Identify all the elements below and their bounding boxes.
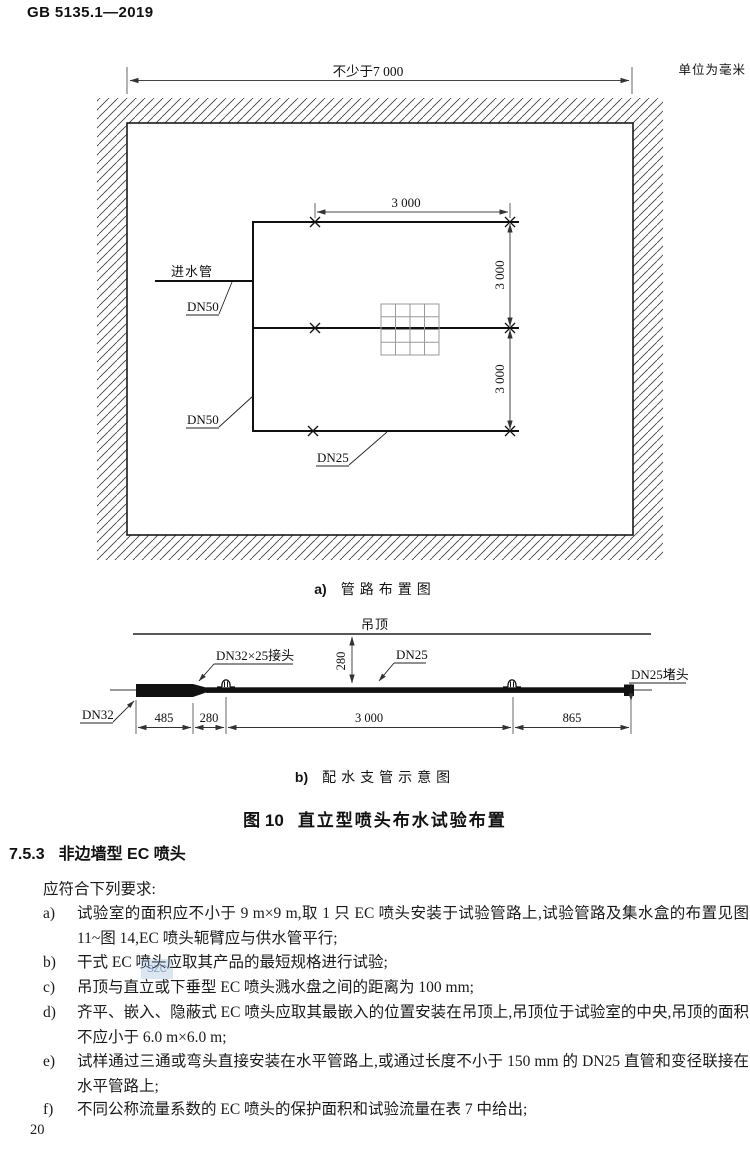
label-dn25-plan: DN25 [317, 450, 349, 465]
list-item-c-marker: c) [43, 979, 56, 996]
section-title: 非边墙型 EC 喷头 [58, 846, 186, 863]
list-item-a: a) 试验室的面积应不小于 9 m×9 m,取 1 只 EC 喷头安装于试验管路上… [43, 902, 749, 951]
figure-title-text: 直立型喷头布水试验布置 [297, 811, 507, 830]
dim-label-3000: 3 000 [355, 711, 383, 725]
label-dn50-upper: DN50 [187, 299, 219, 314]
test-arrangement-figure: 不少于7 000 [80, 64, 689, 734]
page-number: 20 [30, 1122, 45, 1138]
upright-sprinkler-right [503, 679, 521, 688]
list-item-d-text: 齐平、嵌入、隐蔽式 EC 喷头应取其最嵌入的位置安装在吊顶上,吊顶位于试验室的中… [77, 1004, 749, 1046]
dim-label-280: 280 [200, 711, 219, 725]
label-reducer-joint: DN32×25接头 [216, 648, 294, 663]
list-item-e: e) 试样通过三通或弯头直接安装在水平管路上,或通过长度不小于 150 mm 的 … [43, 1050, 749, 1099]
list-item-f-text: 不同公称流量系数的 EC 喷头的保护面积和试验流量在表 7 中给出; [77, 1101, 528, 1118]
upright-sprinkler-left [217, 679, 235, 688]
list-item-f-marker: f) [43, 1101, 54, 1118]
list-item-f: f) 不同公称流量系数的 EC 喷头的保护面积和试验流量在表 7 中给出; [43, 1098, 749, 1123]
leader-plug [628, 682, 686, 702]
caption-a-text: 管路布置图 [340, 583, 436, 598]
list-item-b: b) 干式 EC 喷头应取其产品的最短规格进行试验; [43, 951, 749, 976]
branch-pipe-assembly [110, 684, 652, 697]
list-item-e-marker: e) [43, 1053, 56, 1070]
section-heading: 7.5.3 非边墙型 EC 喷头 [9, 840, 186, 864]
dim-label-3000-right-upper: 3 000 [492, 260, 507, 289]
diagram-a-pipe-layout: 不少于7 000 [97, 64, 663, 560]
caption-a: a) 管路布置图 [0, 579, 750, 599]
leader-dn50-upper [186, 281, 233, 316]
dimension-chain-extensions [135, 697, 632, 734]
list-item-d: d) 齐平、嵌入、隐蔽式 EC 喷头应取其最嵌入的位置安装在吊顶上,吊顶位于试验室… [43, 1001, 749, 1050]
leader-dn32 [80, 700, 135, 724]
list-item-c: c) 吊顶与直立或下垂型 EC 喷头溅水盘之间的距离为 100 mm; [43, 976, 749, 1001]
leader-dn50-lower [186, 395, 254, 429]
figure-title: 图 10 直立型喷头布水试验布置 [0, 806, 750, 831]
dim-label-485: 485 [155, 711, 174, 725]
list-item-a-text: 试验室的面积应不小于 9 m×9 m,取 1 只 EC 喷头安装于试验管路上,试… [77, 905, 749, 947]
site-watermark: SZC [141, 959, 173, 979]
dimension-sprinkler-spacing-top [314, 203, 511, 218]
dn32-pipe-segment [136, 684, 193, 697]
list-item-e-text: 试样通过三通或弯头直接安装在水平管路上,或通过长度不小于 150 mm 的 DN… [77, 1053, 749, 1095]
standard-number-header: GB 5135.1—2019 [27, 4, 154, 21]
end-plug [624, 684, 634, 696]
dim-label-865: 865 [563, 711, 582, 725]
sprinkler-position-marks [307, 216, 516, 437]
dim-label-280-vertical: 280 [334, 652, 348, 671]
dim-label-room-width: 不少于7 000 [333, 64, 404, 79]
leader-dn25-plan [316, 431, 388, 467]
reducer-taper [193, 684, 206, 697]
label-dn25-elevation: DN25 [396, 647, 428, 662]
dim-label-3000-right-lower: 3 000 [492, 364, 507, 393]
water-collection-box-grid [380, 303, 440, 356]
label-dn32: DN32 [82, 707, 114, 722]
label-plug: DN25堵头 [631, 667, 689, 682]
leader-reducer-joint [198, 663, 293, 682]
label-ceiling: 吊顶 [361, 617, 389, 632]
caption-a-marker: a) [314, 581, 327, 597]
section-number: 7.5.3 [9, 846, 45, 863]
list-item-d-marker: d) [43, 1004, 56, 1021]
pipes-plan [155, 221, 519, 432]
caption-b-marker: b) [294, 769, 309, 785]
dn25-pipe-segment [206, 687, 624, 693]
list-item-b-text: 干式 EC 喷头应取其产品的最短规格进行试验; [77, 954, 388, 971]
leader-dn25-elevation [378, 662, 426, 682]
diagram-b-branch-elevation: 吊顶 280 DN32×25接头 [80, 617, 689, 734]
dim-label-3000-top: 3 000 [391, 195, 420, 210]
figure-title-number: 图 10 [243, 811, 284, 830]
dimension-room-width [126, 67, 633, 94]
list-item-c-text: 吊顶与直立或下垂型 EC 喷头溅水盘之间的距离为 100 mm; [77, 979, 474, 996]
label-dn50-lower: DN50 [187, 412, 219, 427]
label-inlet-pipe: 进水管 [171, 264, 213, 279]
list-item-b-marker: b) [43, 954, 56, 971]
list-item-a-marker: a) [43, 905, 56, 922]
section-intro: 应符合下列要求: [43, 881, 156, 898]
caption-b: b) 配水支管示意图 [0, 767, 750, 787]
caption-b-text: 配水支管示意图 [322, 771, 456, 786]
units-note: 单位为毫米 [678, 63, 746, 77]
